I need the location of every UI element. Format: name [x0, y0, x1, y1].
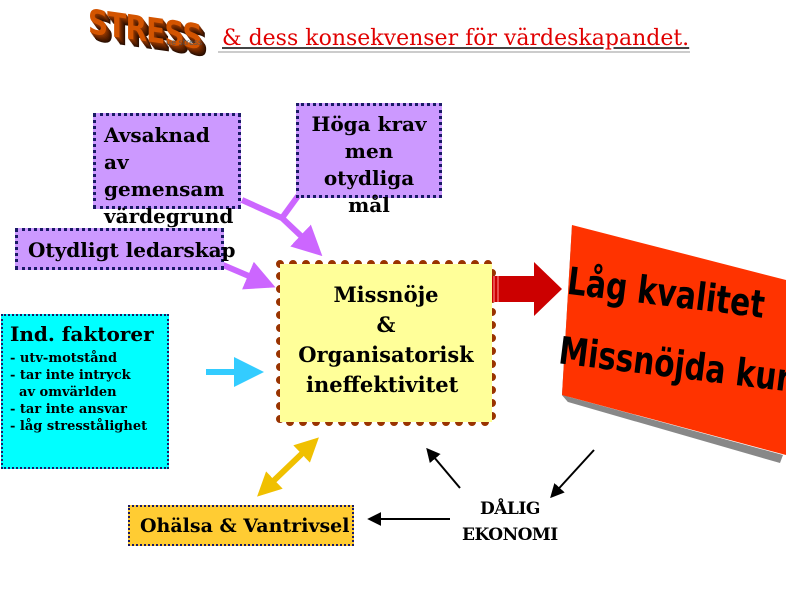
center-line-4: ineffektivitet: [306, 372, 459, 397]
result-panel: [562, 225, 786, 463]
individual-factor-item: - utv-motstånd: [10, 351, 118, 366]
big-red-arrow: [486, 262, 562, 316]
cause-box-otydligt-ledarskap: Otydligt ledarskap: [15, 228, 236, 270]
economy-label: DÅLIG EKONOMI: [462, 496, 558, 548]
arrow-center-ohalsa: [257, 437, 319, 497]
arrow-otydligt-to-center: [221, 261, 276, 290]
individual-factor-item: av omvärlden: [10, 385, 117, 400]
individual-factor-item: - tar inte ansvar: [10, 402, 127, 417]
arrow-hoga-krav-branch: [279, 194, 301, 220]
arrow-avsaknad-to-center: [240, 197, 323, 257]
individual-factors-title: Ind. faktorer: [10, 322, 154, 346]
center-box-text: Missnöje & Organisatorisk ineffektivitet: [280, 280, 492, 400]
stress-logo-small-text: ue stress: [166, 38, 203, 47]
economy-word-1: DÅLIG: [480, 499, 540, 519]
stress-logo-word: STRESS: [88, 2, 202, 58]
center-box: [280, 264, 492, 422]
individual-factor-item: - tar inte intryck: [10, 368, 131, 383]
page-title: & dess konsekvenser för värdeskapandet.: [222, 26, 690, 51]
center-line-1: Missnöje: [333, 282, 439, 307]
ohalsa-box: Ohälsa & Vantrivsel: [128, 505, 354, 546]
individual-factors-list: - utv-motstånd - tar inte intryck av omv…: [10, 350, 160, 435]
center-line-3: Organisatorisk: [298, 342, 474, 367]
cause-box-hoga-krav: Höga krav men otydliga mål: [296, 103, 442, 217]
arrow-panel-to-economy: [550, 449, 595, 499]
cause-box-avsaknad: Avsaknad av gemensam värdegrund: [93, 113, 241, 228]
center-line-2: &: [376, 312, 396, 337]
economy-word-2: EKONOMI: [462, 525, 558, 545]
individual-factor-item: - låg stresstålighet: [10, 419, 148, 434]
result-text: Låg kvalitet Missnöjda kunder: [555, 246, 786, 408]
stress-logo: STRESS ue stress: [88, 2, 218, 74]
arrow-economy-to-center: [426, 447, 461, 489]
cause-box-individual-factors: Ind. faktorer - utv-motstånd - tar inte …: [1, 314, 169, 469]
